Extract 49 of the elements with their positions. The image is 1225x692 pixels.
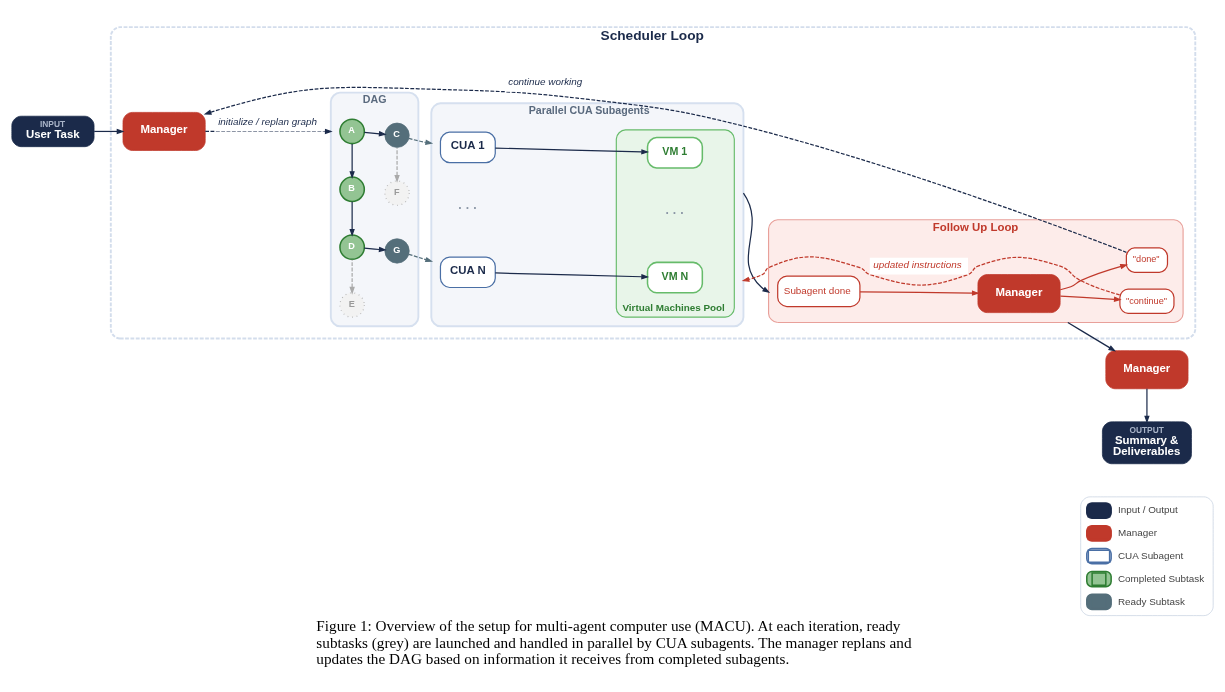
arrow <box>394 146 400 183</box>
arrow <box>1059 294 1122 302</box>
node-circle: C <box>384 122 410 148</box>
arrow <box>349 142 355 179</box>
edge-label: continue working <box>508 75 583 87</box>
arrow <box>363 246 387 252</box>
node-circle: E <box>339 291 365 318</box>
node-box: CUA 1 <box>439 131 496 163</box>
arrow <box>1067 321 1117 352</box>
arrow <box>408 137 434 145</box>
arrow <box>203 86 1127 253</box>
caption: Figure 1: Overview of the setup for multi-agent computer use (MACU). At each iteration, ready subtasks (grey) are launched and handled in parallel by CUA subagents. The manager replans and updates the DAG based on information it receives from completed subagents. <box>316 616 912 667</box>
node-box: VM N <box>646 261 704 294</box>
node-box: CUA N <box>439 255 496 288</box>
arrow <box>204 128 333 134</box>
arrow <box>742 192 771 293</box>
label: · · · <box>665 205 685 220</box>
edge-label: initialize / replan graph <box>218 115 317 127</box>
node-box: Manager <box>122 111 206 151</box>
label: · · · <box>458 200 478 215</box>
arrow <box>1144 387 1150 424</box>
node-box: VM 1 <box>646 136 704 169</box>
arrow <box>408 253 434 262</box>
node-box: OUTPUT Summary & Deliverables <box>1102 421 1192 464</box>
edge-label: updated instructions <box>873 258 962 270</box>
legend-label: Input / Output <box>1118 503 1178 515</box>
legend-label: CUA Subagent <box>1118 549 1184 561</box>
legend-label: Manager <box>1118 526 1157 538</box>
node-circle: G <box>384 237 410 263</box>
node-box: "continue" <box>1119 287 1175 314</box>
arrow <box>349 200 355 237</box>
node-circle: D <box>339 233 366 260</box>
arrow <box>363 130 387 136</box>
node-box: Subagent done <box>777 274 861 307</box>
node-box: Manager <box>1105 349 1189 389</box>
arrow <box>1059 263 1128 290</box>
arrow <box>349 258 355 295</box>
node-box: INPUT User Task <box>11 115 95 147</box>
node-box: "done" <box>1125 246 1169 273</box>
arrow <box>93 128 125 134</box>
node-circle: B <box>339 175 366 202</box>
legend-label: Ready Subtask <box>1118 595 1185 606</box>
legend-label: Completed Subtask <box>1118 572 1205 584</box>
node-circle: A <box>339 118 366 144</box>
arrow <box>859 289 980 296</box>
arrow <box>494 271 650 279</box>
node-circle: F <box>384 179 410 206</box>
node-box: Manager <box>977 273 1061 313</box>
arrow <box>494 147 650 155</box>
